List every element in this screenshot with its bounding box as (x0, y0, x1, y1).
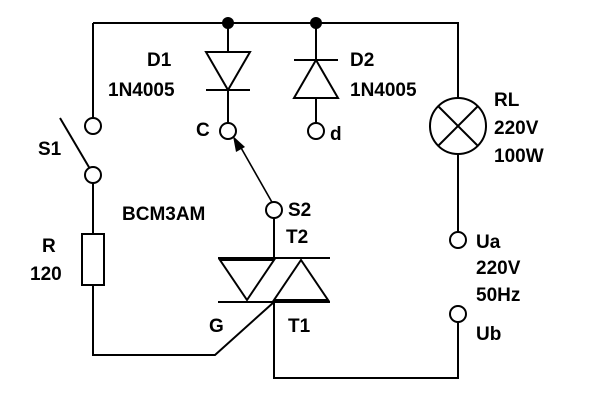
terminal-ub (449, 305, 467, 323)
d2-part-label: 1N4005 (350, 80, 417, 101)
terminal-ua (449, 231, 467, 249)
supply-frequency-label: 50Hz (476, 285, 520, 306)
top-rail-wire (93, 22, 459, 98)
terminal-ua-label: Ua (476, 232, 501, 253)
triac-part-label: BCM3AM (122, 204, 205, 225)
switch-s1-lever (59, 117, 94, 175)
terminal-d-label: d (330, 124, 342, 145)
d1-part-label: 1N4005 (108, 80, 175, 101)
wires (92, 22, 459, 379)
terminal-d (307, 122, 325, 140)
t1-to-ub-wire (273, 302, 459, 379)
d2-ref-label: D2 (350, 50, 374, 71)
s1-ref-label: S1 (38, 139, 62, 160)
resistor-r (81, 233, 105, 286)
junction-dot-d1 (222, 17, 234, 29)
junction-dot-d2 (310, 17, 322, 29)
resistor-to-gate-wire (92, 285, 275, 356)
terminal-s1-bottom (84, 166, 102, 184)
lamp-ref-label: RL (494, 90, 520, 111)
supply-voltage-label: 220V (476, 258, 521, 279)
s2-ref-label: S2 (288, 200, 311, 221)
s2-selector-arrow (233, 136, 274, 205)
terminal-c-label: C (196, 120, 210, 141)
lamp-power-label: 100W (494, 146, 544, 167)
diode-d1 (204, 51, 252, 92)
terminal-ub-label: Ub (476, 324, 501, 345)
resistor-value-label: 120 (30, 264, 62, 285)
triac-t2-label: T2 (286, 227, 308, 248)
lamp-rl (429, 97, 487, 155)
terminal-s2 (265, 201, 283, 219)
terminal-s1-top (84, 117, 102, 135)
triac-t1-label: T1 (288, 316, 311, 337)
resistor-ref-label: R (42, 236, 56, 257)
diode-d2 (292, 58, 340, 99)
d1-ref-label: D1 (147, 50, 172, 71)
triac-gate-label: G (209, 316, 224, 337)
lamp-voltage-label: 220V (494, 118, 539, 139)
triac-symbol (218, 257, 330, 303)
terminal-c (219, 122, 237, 140)
